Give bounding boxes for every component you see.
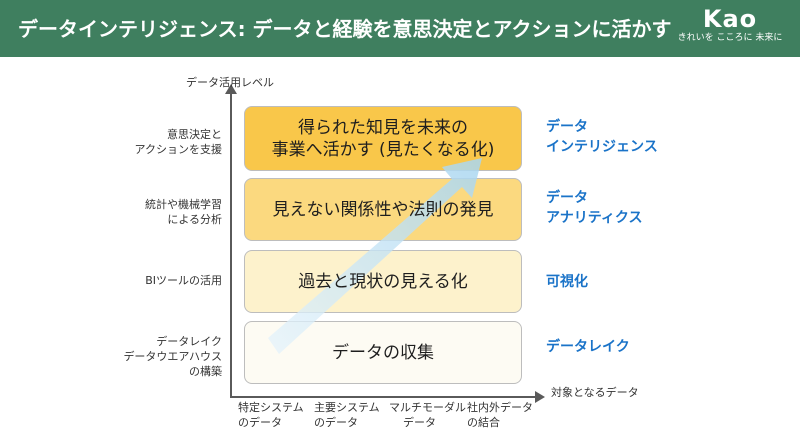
right-label-line: データレイク [546,339,630,355]
x-label-main-system: 主要システム のデータ [314,400,380,430]
x-label-line: マルチモーダル [389,401,466,414]
right-label-datalake: データレイク [546,337,630,357]
right-label-line: インテリジェンス [546,139,658,155]
y-label-line: 意思決定と [167,128,222,141]
y-label-line: データレイク [156,335,222,348]
y-label-line: による分析 [167,213,222,226]
y-label-bi: BIツールの活用 [145,273,222,288]
right-label-visualization: 可視化 [546,272,588,292]
x-label-line: のデータ [314,416,358,429]
right-label-line: データ [546,190,588,206]
right-label-line: 可視化 [546,274,588,290]
right-label-analytics: データ アナリティクス [546,188,642,228]
y-label-line: BIツールの活用 [145,274,222,287]
page-title: データインテリジェンス: データと経験を意思決定とアクションに活かす [18,17,672,41]
x-label-line: 社内外データ [467,401,533,414]
x-label-internal-external: 社内外データ の結合 [467,400,533,430]
kao-logo: Kao きれいを こころに 未来に [675,6,785,52]
y-label-datalake: データレイク データウエアハウス の構築 [123,334,222,379]
x-label-line: データ [403,416,436,429]
right-label-intelligence: データ インテリジェンス [546,117,658,157]
y-label-analysis: 統計や機械学習 による分析 [145,197,222,227]
y-axis-title: データ活用レベル [186,76,274,89]
y-label-line: 統計や機械学習 [145,198,222,211]
logo-tagline: きれいを こころに 未来に [677,33,783,43]
x-axis-line [230,396,537,398]
y-label-line: データウエアハウス [123,350,222,363]
x-label-line: のデータ [238,416,282,429]
box-text: 見えない関係性や法則の発見 [272,199,494,220]
y-label-line: アクションを支援 [134,143,222,156]
y-label-decision: 意思決定と アクションを支援 [135,127,222,157]
right-label-line: データ [546,119,588,135]
logo-wordmark: Kao [702,5,758,33]
x-label-specific-system: 特定システム のデータ [238,400,304,430]
x-label-line: 特定システム [238,401,304,414]
box-text: データの収集 [332,342,434,363]
y-axis-line [230,92,232,398]
y-axis-arrowhead [225,84,237,94]
y-label-line: の構築 [189,365,222,378]
right-label-line: アナリティクス [546,210,643,226]
header-bar: データインテリジェンス: データと経験を意思決定とアクションに活かす Kao き… [0,0,800,57]
x-label-line: の結合 [467,416,500,429]
x-label-line: 主要システム [314,401,380,414]
box-text: 過去と現状の見える化 [298,271,468,292]
box-text: 事業へ活かす (見たくなる化) [271,139,495,160]
level-box-datalake: データの収集 [244,321,522,384]
x-axis-title: 対象となるデータ [551,386,639,399]
level-box-analytics: 見えない関係性や法則の発見 [244,178,522,241]
x-label-multimodal: マルチモーダル データ [389,400,466,430]
box-text: 得られた知見を未来の [297,117,468,138]
level-box-visualization: 過去と現状の見える化 [244,250,522,313]
level-box-intelligence: 得られた知見を未来の 事業へ活かす (見たくなる化) [244,106,522,171]
x-axis-arrowhead [535,391,545,403]
